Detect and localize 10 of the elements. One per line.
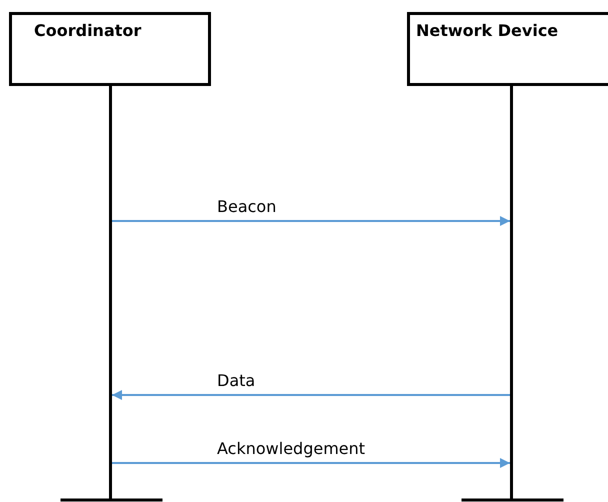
participant-name: Network Device	[416, 21, 558, 40]
message-arrow	[112, 216, 510, 226]
participant-box	[407, 12, 608, 86]
lifeline	[510, 84, 513, 501]
participant-name: Coordinator	[34, 21, 142, 40]
lifeline	[109, 84, 112, 501]
message-arrow	[112, 458, 510, 468]
edge-label: Acknowledgement	[216, 440, 366, 458]
participant-box	[9, 12, 211, 86]
message-arrow	[112, 390, 510, 400]
